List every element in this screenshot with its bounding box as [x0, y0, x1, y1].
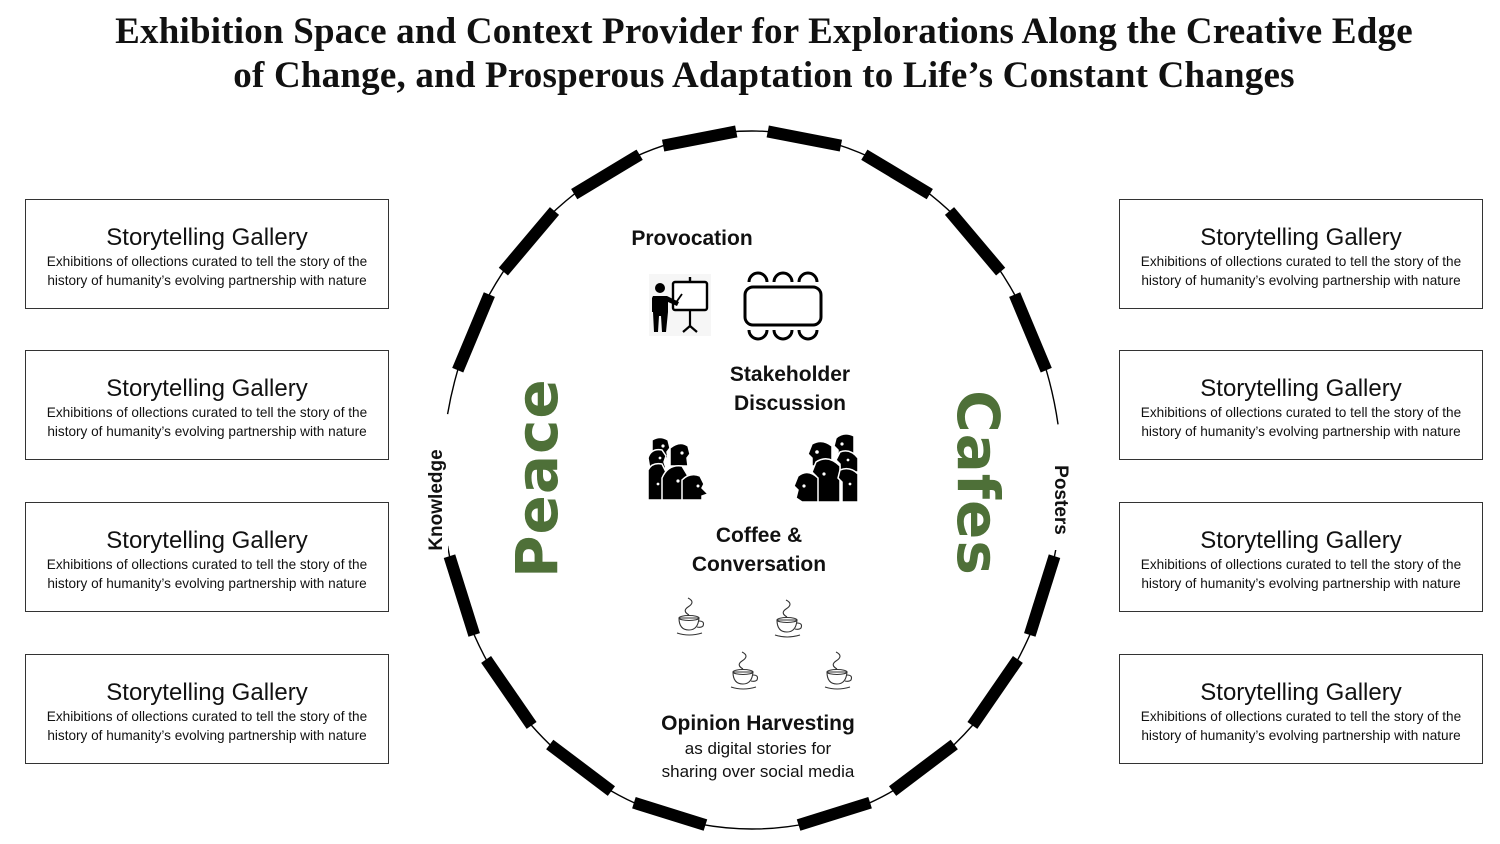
ring-segment — [888, 739, 958, 796]
meeting-table-icon — [743, 271, 823, 341]
ring-segment — [796, 796, 872, 831]
gallery-desc: Exhibitions of ollections curated to tel… — [46, 254, 368, 269]
ring-segment — [661, 125, 738, 152]
gallery-title: Storytelling Gallery — [1200, 679, 1402, 706]
crowd-heads-icon-left — [648, 436, 710, 501]
gallery-desc: Exhibitions of ollections curated to tel… — [46, 405, 368, 420]
label-line: Stakeholder — [729, 363, 851, 386]
ring-label-knowledge: Knowledge — [426, 445, 448, 555]
gallery-desc: Exhibitions of ollections curated to tel… — [1140, 405, 1462, 420]
coffee-cup-icon — [824, 651, 853, 690]
gallery-box-left-3: Storytelling Gallery Exhibitions of olle… — [25, 502, 389, 612]
gallery-desc: history of humanity’s evolving partnersh… — [1141, 728, 1461, 743]
gallery-desc: history of humanity’s evolving partnersh… — [47, 576, 367, 591]
gallery-box-left-2: Storytelling Gallery Exhibitions of olle… — [25, 350, 389, 460]
gallery-desc: Exhibitions of ollections curated to tel… — [1140, 709, 1462, 724]
label-line: Conversation — [691, 553, 827, 576]
ring-segment — [481, 656, 537, 729]
label-opinion-harvesting: Opinion Harvesting as digital stories fo… — [608, 710, 908, 783]
gallery-title: Storytelling Gallery — [106, 375, 308, 402]
gallery-box-right-1: Storytelling Gallery Exhibitions of olle… — [1119, 199, 1483, 309]
gallery-box-right-3: Storytelling Gallery Exhibitions of olle… — [1119, 502, 1483, 612]
ring-label-posters: Posters — [1049, 450, 1071, 550]
label-line: Discussion — [733, 392, 847, 415]
gallery-title: Storytelling Gallery — [106, 679, 308, 706]
gallery-title: Storytelling Gallery — [1200, 375, 1402, 402]
coffee-cup-icon — [730, 651, 759, 690]
ring-segment — [1024, 554, 1061, 637]
ring-segment — [944, 207, 1006, 276]
title-line-2: of Change, and Prosperous Adaptation to … — [233, 55, 1295, 96]
ring-segments — [443, 125, 1061, 831]
label-opinion-line: sharing over social media — [661, 762, 855, 781]
ring-segment — [546, 739, 616, 796]
gallery-box-left-1: Storytelling Gallery Exhibitions of olle… — [25, 199, 389, 309]
gallery-desc: Exhibitions of ollections curated to tel… — [46, 557, 368, 572]
gallery-box-right-2: Storytelling Gallery Exhibitions of olle… — [1119, 350, 1483, 460]
diagram-title: Exhibition Space and Context Provider fo… — [0, 10, 1500, 98]
gallery-desc: history of humanity’s evolving partnersh… — [1141, 424, 1461, 439]
ring-segment — [967, 656, 1023, 729]
gallery-box-right-4: Storytelling Gallery Exhibitions of olle… — [1119, 654, 1483, 764]
gallery-title: Storytelling Gallery — [106, 224, 308, 251]
gallery-desc: history of humanity’s evolving partnersh… — [47, 273, 367, 288]
ring-segment — [571, 149, 643, 200]
side-word-cafes: Cafes — [944, 390, 1012, 576]
label-coffee-conversation: Coffee & Conversation — [659, 521, 859, 579]
ring-segment — [443, 554, 480, 637]
ring-segment — [452, 292, 495, 373]
gallery-title: Storytelling Gallery — [106, 527, 308, 554]
side-word-peace: Peace — [503, 378, 571, 578]
ring-segment — [632, 796, 708, 831]
label-stakeholder-discussion: Stakeholder Discussion — [690, 360, 890, 418]
ring-segment — [1009, 292, 1052, 373]
title-line-1: Exhibition Space and Context Provider fo… — [115, 11, 1413, 52]
gallery-title: Storytelling Gallery — [1200, 224, 1402, 251]
label-line: Coffee & — [715, 524, 803, 547]
gallery-desc: history of humanity’s evolving partnersh… — [1141, 576, 1461, 591]
ring-segment — [861, 149, 933, 200]
gallery-desc: Exhibitions of ollections curated to tel… — [1140, 557, 1462, 572]
presenter-whiteboard-icon — [649, 274, 711, 336]
gallery-desc: history of humanity’s evolving partnersh… — [1141, 273, 1461, 288]
ring-segment — [498, 207, 560, 276]
gallery-desc: Exhibitions of ollections curated to tel… — [1140, 254, 1462, 269]
gallery-desc: Exhibitions of ollections curated to tel… — [46, 709, 368, 724]
gallery-desc: history of humanity’s evolving partnersh… — [47, 728, 367, 743]
ring-segment — [766, 125, 843, 152]
label-opinion-line: as digital stories for — [684, 739, 832, 758]
gallery-box-left-4: Storytelling Gallery Exhibitions of olle… — [25, 654, 389, 764]
gallery-desc: history of humanity’s evolving partnersh… — [47, 424, 367, 439]
label-opinion-title: Opinion Harvesting — [661, 712, 855, 735]
coffee-cup-icon — [676, 597, 705, 636]
label-provocation: Provocation — [631, 227, 753, 250]
crowd-heads-icon-right — [793, 433, 858, 503]
gallery-title: Storytelling Gallery — [1200, 527, 1402, 554]
ring-outline-arc — [446, 130, 1059, 425]
coffee-cup-icon — [774, 599, 803, 638]
